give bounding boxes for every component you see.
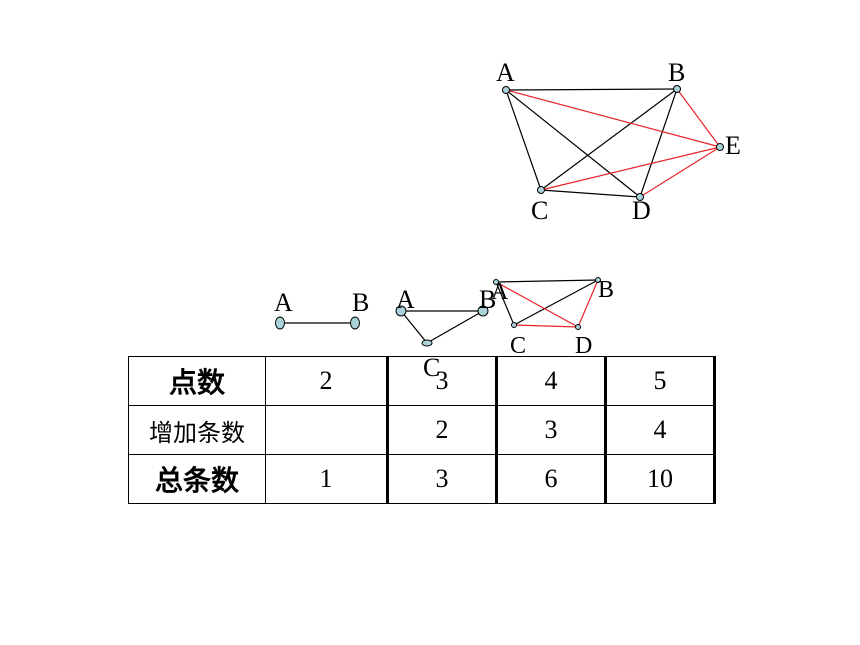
vertex-a [395,305,407,317]
label-e: E [725,131,741,160]
edge-ac [505,89,542,191]
table-cell: 6 [495,454,606,504]
table-cell: 2 [265,356,388,406]
edge-bc [540,88,678,191]
vertex-a [493,279,499,285]
table-cell: 3 [386,356,497,406]
label-a: A [274,288,293,317]
label-b: B [598,277,614,303]
table-cell: 3 [495,405,606,455]
edge-ac [495,281,515,326]
vertex-b [350,316,360,330]
label-a: A [496,58,515,87]
label-a: A [396,285,415,314]
vertex-c [537,186,545,194]
label-b: B [668,58,685,87]
graph-four-points: A B C D [491,277,614,359]
vertex-d [575,324,581,330]
edge-de-new [639,146,721,198]
graph-five-points: A B C D E [496,58,741,225]
vertex-b [595,277,601,283]
table-row-total-edges: 总条数 1 3 6 10 [128,454,716,504]
table-cell: 1 [265,454,388,504]
label-c: C [510,333,526,359]
vertex-b [477,305,489,317]
edge-bd-new [577,279,599,328]
edge-count-table: 点数 2 3 4 5 增加条数 2 3 4 总条数 1 3 6 10 [128,356,716,504]
graph-two-points: A B [274,288,369,330]
table-cell: 4 [604,405,716,455]
edge-ae-new [505,89,721,148]
edge-ab [495,279,599,283]
vertex-c [511,322,517,328]
row-header-points: 点数 [128,356,266,406]
vertex-e [716,143,724,151]
edge-bd [639,88,678,198]
table-cell: 10 [604,454,716,504]
row-header-total-edges: 总条数 [128,454,266,504]
edge-ce-new [540,146,721,191]
table-row-points: 点数 2 3 4 5 [128,356,716,406]
label-c: C [531,196,548,225]
table-cell [265,405,388,455]
label-d: D [632,196,651,225]
label-d: D [575,333,592,359]
row-header-added-edges: 增加条数 [128,405,266,455]
edge-cd-new [513,324,579,328]
edge-ab [505,88,678,91]
vertex-a [275,316,285,330]
edge-bc [513,279,599,326]
table-row-added-edges: 增加条数 2 3 4 [128,405,716,455]
table-cell: 5 [604,356,716,406]
vertex-a [502,86,510,94]
vertex-d [636,193,644,201]
edge-be-new [676,88,721,148]
table-cell: 2 [386,405,497,455]
edge-ad-new [495,281,579,328]
label-a: A [491,279,509,305]
vertex-c [421,339,433,347]
edge-cd [540,189,641,198]
edge-ac [400,310,428,344]
table-cell: 3 [386,454,497,504]
edge-bc [426,310,484,344]
label-b: B [352,288,369,317]
edge-ad [505,89,641,198]
label-b: B [479,285,496,314]
vertex-b [673,85,681,93]
table-cell: 4 [495,356,606,406]
